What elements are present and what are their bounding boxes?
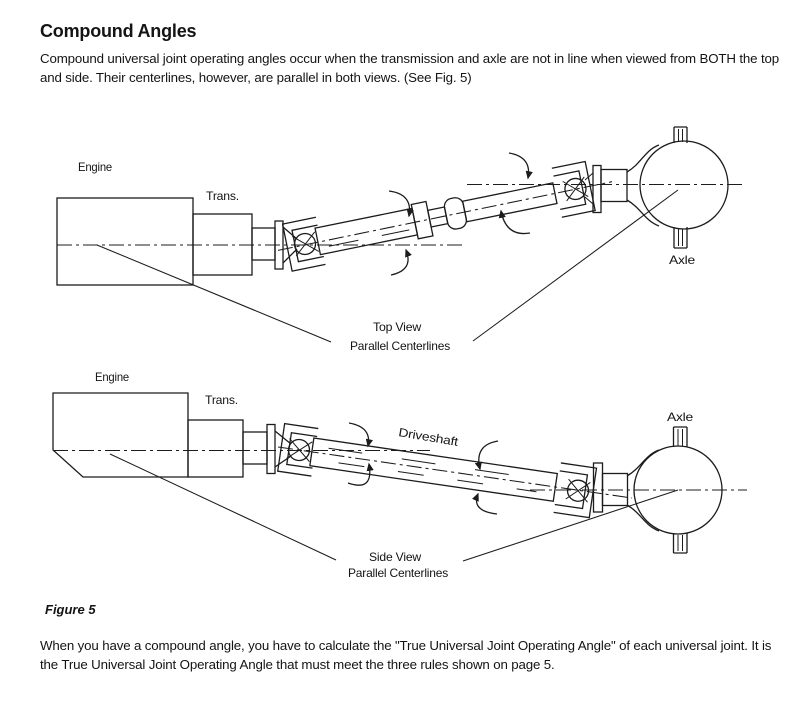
top-view-diagram: Engine Trans. Axle Top View Parallel Cen… — [56, 126, 746, 353]
axle-funnel — [626, 144, 660, 227]
axle-tube-top-inner — [678, 129, 683, 142]
axle-flange — [592, 462, 604, 513]
tube-shading-line — [328, 229, 410, 247]
centerline-driveshaft — [277, 446, 633, 499]
transmission-outline — [187, 419, 244, 478]
engine-outline — [56, 197, 194, 286]
driveshaft-assembly — [314, 160, 596, 256]
axle-tube-bottom — [673, 227, 688, 249]
figure-caption: Figure 5 — [45, 602, 96, 617]
axle-label: Axle — [669, 253, 696, 267]
rotation-arrow-lower — [498, 209, 531, 235]
trans-label: Trans. — [206, 189, 239, 203]
rotation-arrow-upper — [474, 440, 499, 471]
pinion-neck — [601, 472, 629, 507]
axle-tube-bottom-inner — [678, 229, 683, 246]
flange — [274, 220, 284, 270]
engine-label: Engine — [78, 160, 112, 174]
axle-tube-bottom-inner — [677, 535, 683, 551]
joint-cross-lines — [562, 176, 589, 202]
view-label: Side View — [369, 550, 422, 564]
axle-tube-top-inner — [677, 429, 683, 446]
pointer-line-left — [96, 244, 332, 343]
footer-paragraph: When you have a compound angle, you have… — [40, 636, 771, 674]
yoke-bracket-inner — [554, 470, 589, 510]
driveshaft-tube — [309, 437, 559, 502]
axle-label: Axle — [667, 410, 694, 424]
centerline-driveshaft — [277, 181, 613, 251]
footer-line-2: the True Universal Joint Operating Angle… — [40, 657, 555, 672]
output-shaft — [251, 227, 276, 261]
flange — [266, 423, 276, 475]
page-title: Compound Angles — [40, 21, 197, 42]
joint-cross — [564, 177, 587, 201]
yoke-cone-lines — [282, 226, 298, 264]
rotation-arrow-upper — [388, 190, 414, 218]
joint-cross — [293, 232, 317, 256]
u-joint-front — [276, 422, 319, 477]
u-joint-front — [281, 216, 326, 272]
footer-line-1: When you have a compound angle, you have… — [40, 638, 772, 653]
joint-cross — [287, 438, 311, 462]
pointer-line-right — [472, 189, 679, 342]
axle-tube-top — [673, 126, 688, 143]
driveshaft-label: Driveshaft — [398, 425, 460, 449]
tube-shading-line — [338, 462, 537, 493]
parallel-centerlines-label: Parallel Centerlines — [348, 566, 448, 580]
parallel-centerlines-label: Parallel Centerlines — [350, 339, 450, 353]
rotation-arrow-upper — [348, 422, 373, 448]
yoke-cone-lines — [584, 172, 594, 205]
view-label: Top View — [373, 320, 422, 334]
joint-cross-lines — [286, 438, 313, 462]
driveshaft-rear-section — [461, 182, 558, 223]
yoke-bracket-inner — [291, 224, 324, 263]
yoke-bracket-outer — [551, 160, 596, 218]
axle-tube-bottom — [672, 533, 688, 554]
intro-paragraph: Compound universal joint operating angle… — [40, 49, 779, 87]
engine-label: Engine — [95, 370, 129, 384]
engine-outline — [52, 392, 189, 478]
pointer-line-left — [109, 453, 337, 561]
yoke-bracket-outer — [276, 422, 319, 477]
joint-cross-lines — [565, 478, 591, 503]
axle-tube-top — [672, 426, 688, 447]
side-view-diagram: Engine Trans. Driveshaft Axle Side View … — [52, 370, 747, 580]
intro-line-2: and side. Their centerlines, however, ar… — [40, 70, 472, 85]
pointer-line-right — [462, 489, 679, 562]
rotation-arrow-upper — [508, 152, 533, 180]
rotation-arrow-lower — [390, 248, 412, 276]
intro-line-1: Compound universal joint operating angle… — [40, 51, 779, 66]
axle-housing — [639, 140, 729, 230]
pinion-neck — [600, 168, 628, 203]
driveshaft-assembly — [309, 437, 598, 519]
output-shaft — [242, 431, 268, 465]
trans-label: Trans. — [205, 393, 238, 407]
joint-cross-lines — [291, 231, 319, 257]
yoke-bracket-inner — [553, 170, 587, 211]
rotation-arrow-lower — [472, 492, 498, 515]
rotation-arrow-lower — [347, 462, 374, 486]
yoke-bracket-outer — [281, 216, 326, 272]
tube-shading-line — [328, 447, 519, 477]
joint-cross — [566, 479, 590, 502]
